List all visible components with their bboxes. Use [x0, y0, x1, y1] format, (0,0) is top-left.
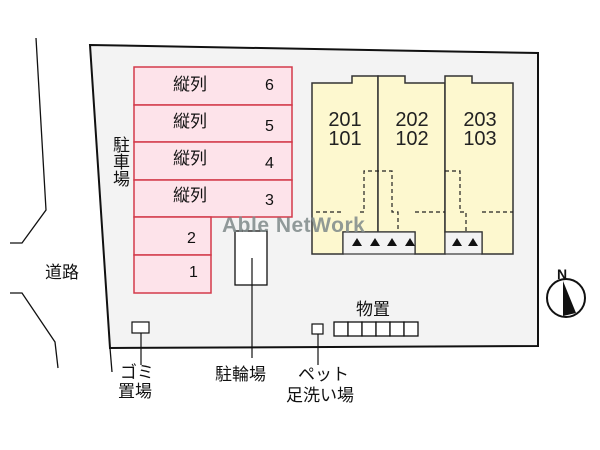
pet-wash — [311, 323, 324, 335]
road-label: 道路 — [45, 263, 79, 283]
garbage-label: 置場 — [118, 382, 152, 402]
storage — [333, 321, 419, 337]
parking-space-number: 4 — [265, 155, 274, 172]
unit-number-upper: 201 — [328, 109, 362, 131]
parking-space-number: 1 — [189, 264, 198, 281]
unit-number-lower: 103 — [463, 128, 497, 150]
bicycle-parking-label: 駐輪場 — [215, 365, 266, 385]
garbage-label: ゴミ — [120, 363, 154, 383]
road-edge-lower — [10, 292, 59, 369]
storage-label: 物置 — [356, 300, 390, 320]
watermark: Able NetWork — [222, 214, 366, 237]
parking-space-number: 5 — [265, 118, 274, 135]
unit-number-upper: 203 — [463, 109, 497, 131]
north-label: N — [557, 266, 568, 282]
building — [311, 75, 514, 255]
parking-space-number: 6 — [265, 77, 274, 94]
unit-number-lower: 101 — [328, 128, 362, 150]
pet-wash-label: 足洗い場 — [286, 386, 354, 406]
parking-label: 駐車場 — [109, 136, 129, 187]
unit-number-lower: 102 — [395, 128, 429, 150]
bicycle-parking — [234, 230, 268, 286]
parking-space-number: 3 — [265, 192, 274, 209]
parking-space-label: 縦列 — [173, 186, 207, 206]
parking-space-label: 縦列 — [173, 149, 207, 169]
compass-icon — [546, 278, 586, 318]
parking-area — [133, 66, 293, 294]
pet-wash-label: ペット — [298, 365, 349, 385]
road-edge-upper — [10, 37, 47, 244]
parking-space-label: 縦列 — [173, 112, 207, 132]
stair-markers — [352, 238, 478, 246]
garbage-area — [131, 321, 150, 334]
unit-number-upper: 202 — [395, 109, 429, 131]
parking-space-label: 縦列 — [173, 75, 207, 95]
parking-space-number: 2 — [187, 230, 196, 247]
